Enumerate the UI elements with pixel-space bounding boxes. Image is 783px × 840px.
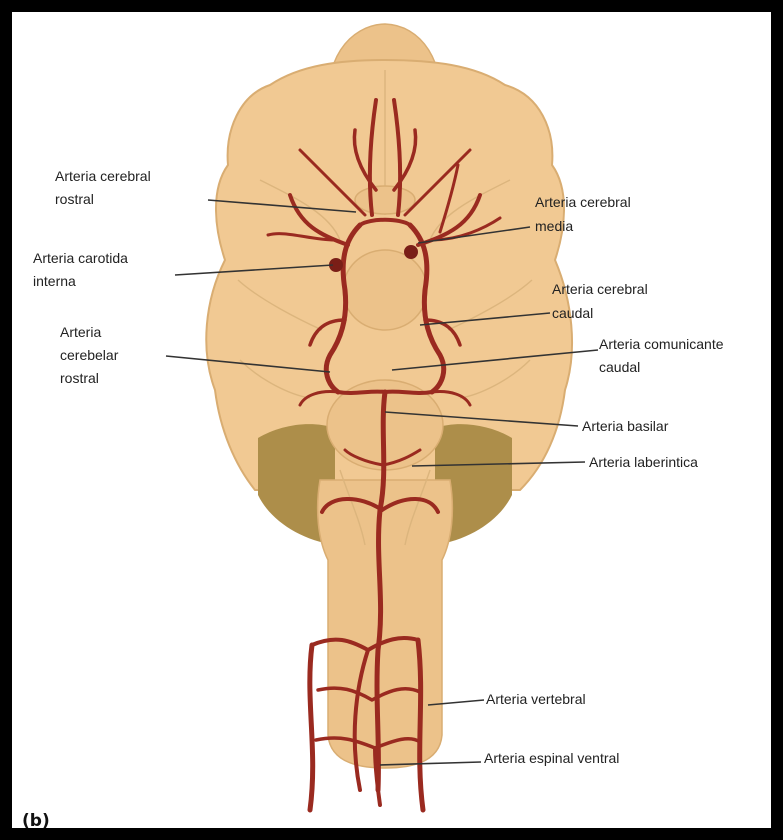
- label-cerebelar-rostral: Arteria cerebelar rostral: [60, 324, 122, 386]
- brain-outline: [206, 24, 572, 768]
- spinal-cord: [318, 480, 453, 768]
- label-cerebral-rostral: Arteria cerebral rostral: [55, 168, 155, 207]
- label-carotida-interna: Arteria carotida interna: [33, 250, 132, 289]
- label-vertebral: Arteria vertebral: [486, 691, 586, 707]
- panel-label: (b): [22, 811, 50, 828]
- label-comunicante-caudal: Arteria comunicante caudal: [599, 336, 727, 375]
- label-espinal-ventral: Arteria espinal ventral: [484, 750, 619, 766]
- label-basilar: Arteria basilar: [582, 418, 669, 434]
- brain-arteries-diagram: Arteria cerebral rostral Arteria carotid…: [12, 12, 771, 828]
- label-laberintica: Arteria laberintica: [589, 454, 698, 470]
